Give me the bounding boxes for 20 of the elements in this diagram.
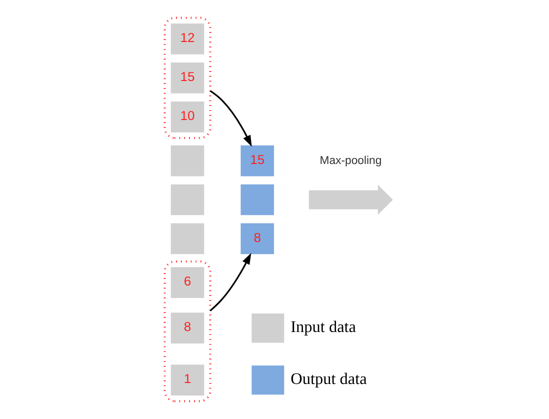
node-box: 6	[168, 266, 206, 300]
legend-label: Input data	[290, 318, 356, 336]
cluster	[163, 16, 211, 140]
node-arrow	[308, 184, 392, 215]
label: Max-pooling	[319, 154, 382, 167]
arrow	[209, 90, 252, 147]
arrow	[209, 252, 251, 312]
node-box: 10	[168, 100, 206, 134]
node-box	[168, 222, 206, 256]
node-box	[238, 182, 276, 217]
node-box	[168, 144, 206, 178]
node-box: 1	[168, 363, 206, 398]
node-box: 15	[238, 144, 276, 178]
node-box: 15	[168, 60, 206, 95]
legend-label: Output data	[290, 370, 366, 388]
node-box: 8	[238, 222, 276, 256]
node-box	[168, 182, 206, 217]
node-box: 12	[168, 22, 206, 56]
cluster	[163, 260, 211, 402]
node-box: 8	[168, 311, 206, 346]
